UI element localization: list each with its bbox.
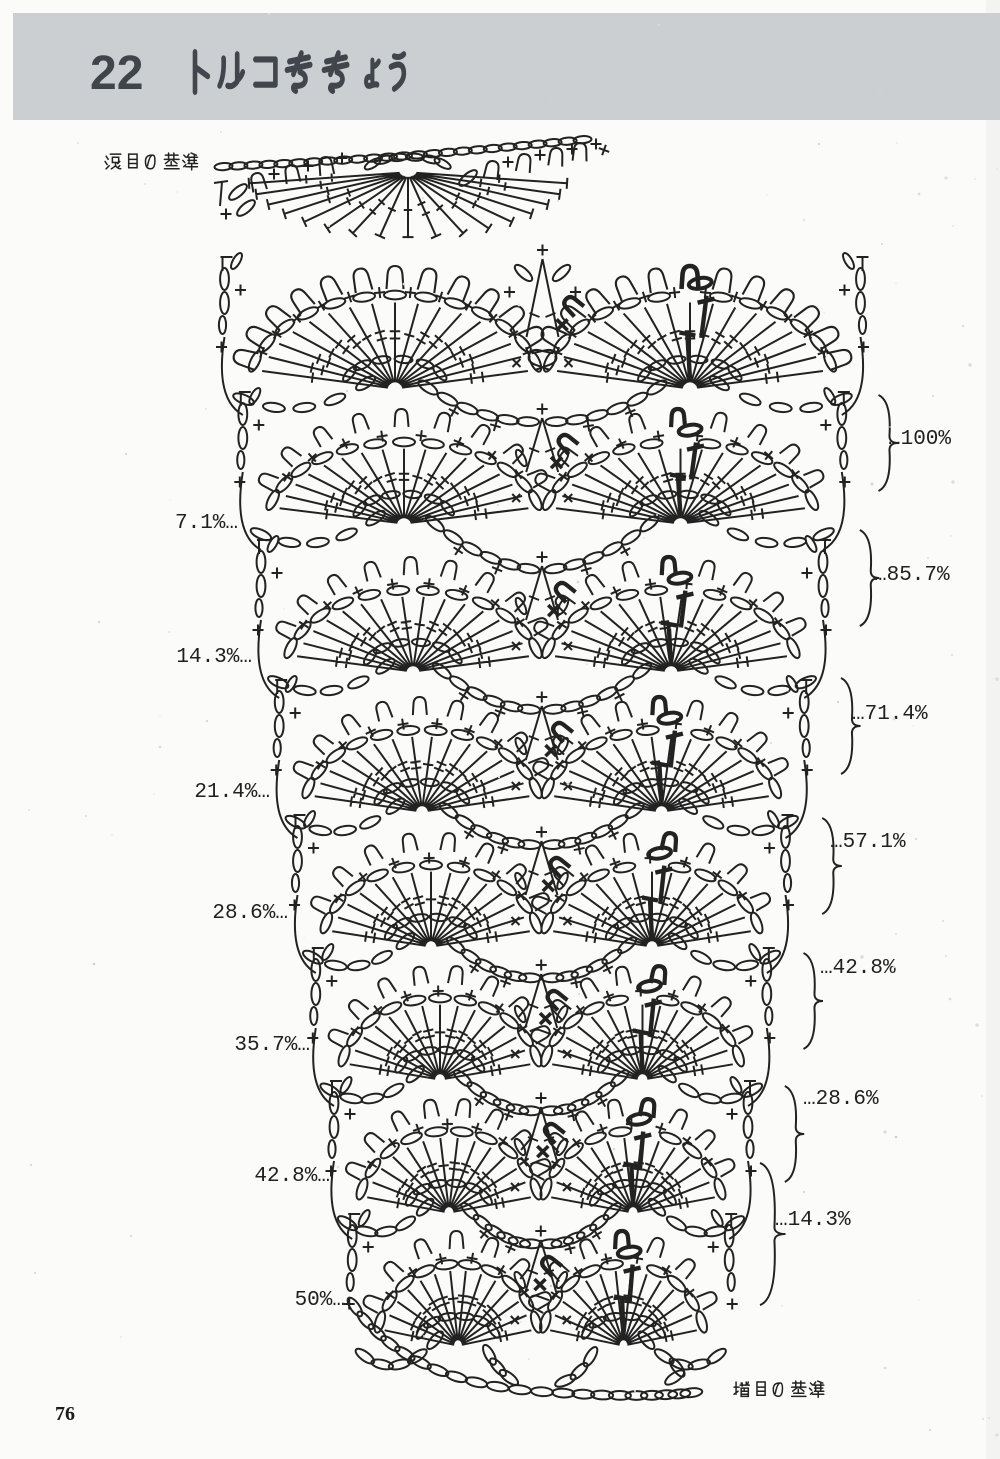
svg-text:…85.7%: …85.7% (874, 564, 950, 587)
svg-text:28.6%…: 28.6%… (212, 902, 288, 925)
svg-text:…28.6%: …28.6% (803, 1088, 879, 1111)
svg-text:42.8%…: 42.8%… (254, 1165, 330, 1188)
svg-text:22: 22 (90, 47, 143, 100)
svg-text:14.3%…: 14.3%… (176, 646, 252, 669)
svg-text:7.1%…: 7.1%… (175, 512, 238, 535)
svg-text:…42.8%: …42.8% (820, 957, 896, 980)
svg-text:…57.1%: …57.1% (830, 831, 906, 854)
svg-text:35.7%…: 35.7%… (234, 1034, 310, 1057)
svg-text:…14.3%: …14.3% (775, 1209, 851, 1232)
svg-text:…71.4%: …71.4% (852, 703, 928, 726)
svg-text:…100%: …100% (888, 428, 951, 451)
svg-text:21.4%…: 21.4%… (194, 781, 270, 804)
svg-text:76: 76 (55, 1403, 75, 1425)
svg-text:50%…: 50%… (295, 1289, 345, 1312)
